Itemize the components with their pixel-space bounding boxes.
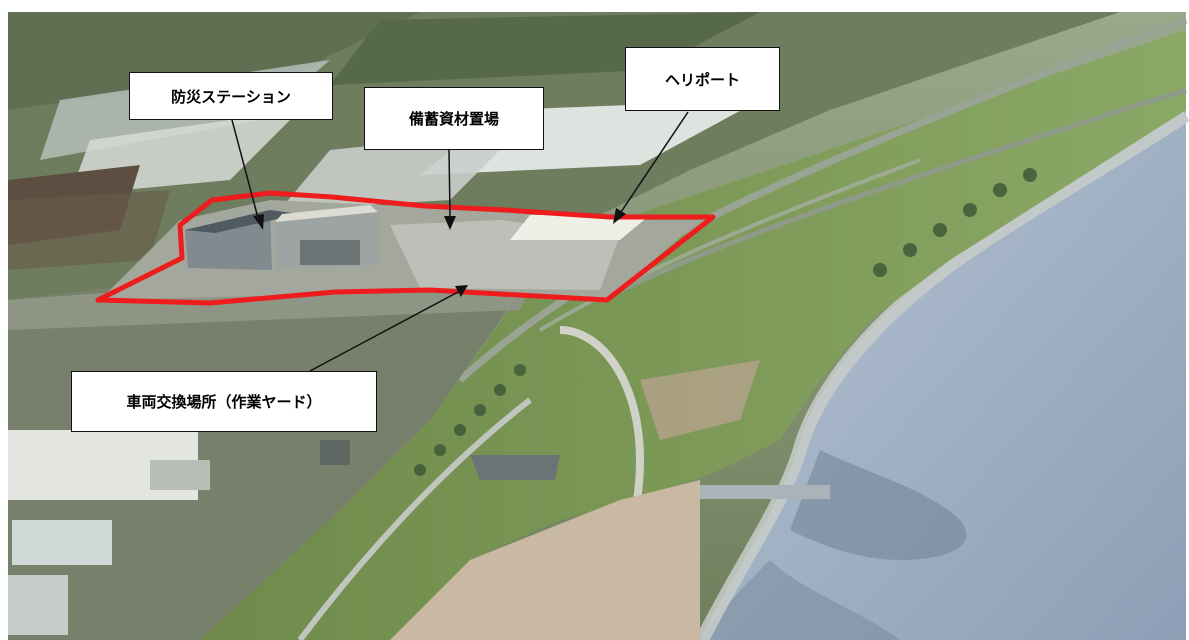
- arrow-disaster-station: [231, 119, 264, 230]
- photo-content: [8, 12, 1189, 640]
- arrow-stockpile-area: [444, 149, 456, 230]
- site-boundary-outline: [95, 190, 716, 306]
- station-building: [185, 205, 380, 270]
- callout-vehicle-exchange: 車両交換場所（作業ヤード）: [71, 371, 377, 432]
- callout-stockpile-area: 備蓄資材置場: [364, 87, 544, 150]
- arrow-heliport: [613, 111, 689, 224]
- callout-heliport: ヘリポート: [625, 47, 780, 111]
- levee: [200, 30, 1186, 640]
- arrow-vehicle-exchange: [309, 285, 468, 372]
- callout-disaster-station: 防災ステーション: [129, 72, 333, 120]
